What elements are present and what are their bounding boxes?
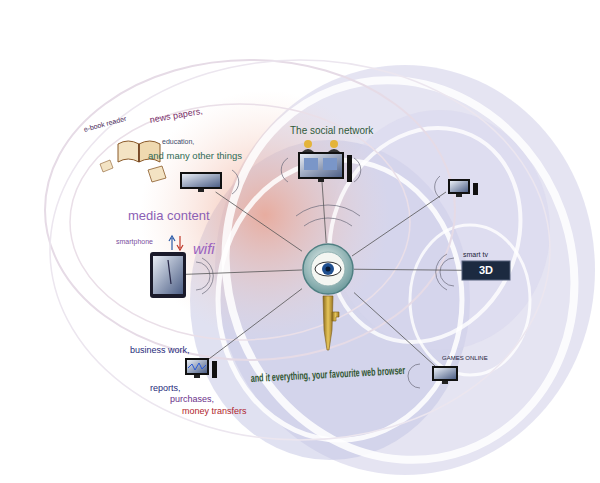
spoke-line <box>354 293 435 366</box>
business-icon <box>185 358 209 378</box>
white-swirl <box>410 225 530 375</box>
eye-white <box>315 262 341 276</box>
person-head <box>330 140 338 148</box>
person-head <box>304 140 312 148</box>
device-label: education, <box>162 138 194 146</box>
phone-icon <box>150 252 186 298</box>
device-label: GAMES ONLINE <box>442 355 488 362</box>
monitor-icon <box>180 172 222 192</box>
computer-tower <box>347 155 352 182</box>
computer-stand <box>456 194 462 197</box>
spoke-line <box>354 269 462 270</box>
monitor-node: and many other things <box>180 172 222 192</box>
spoke-line <box>322 182 326 243</box>
monitor-stand <box>194 375 200 378</box>
eye-iris <box>322 263 334 275</box>
flying-page <box>148 166 166 182</box>
spoke-line <box>186 270 302 274</box>
pale-ring <box>70 104 410 340</box>
tv-node: smart tv3D <box>462 261 510 280</box>
person-body <box>328 149 340 152</box>
computer-tower <box>212 361 217 378</box>
monitor-stand <box>198 189 204 192</box>
white-swirl <box>295 96 555 373</box>
device-label: smart tv <box>463 251 488 259</box>
monitor-stand <box>442 381 448 384</box>
monitor-frame <box>180 172 222 189</box>
monitor-frame <box>298 152 344 179</box>
video-window <box>304 158 318 170</box>
tv-screen <box>462 261 510 280</box>
monitor-screen <box>187 360 207 373</box>
monitor-screen <box>182 174 220 187</box>
phone-node: media contentsmartphonewifi <box>150 252 186 298</box>
business-node: business work,reports,purchases,money tr… <box>185 358 209 378</box>
screen-label: 3D <box>479 264 493 276</box>
key-stem <box>323 296 333 350</box>
chart-wave <box>188 363 206 370</box>
book-spine <box>138 144 140 162</box>
device-label: media content <box>128 209 210 223</box>
social-node: The social network <box>298 152 344 182</box>
device-label: wifi <box>193 241 215 258</box>
device-label: reports, <box>150 384 181 394</box>
signal-arrow <box>177 236 183 250</box>
hub-icon <box>302 243 354 295</box>
computer-screen <box>450 181 468 192</box>
phone-screen <box>153 256 183 294</box>
monitor-screen <box>434 368 456 379</box>
signal-arcs <box>196 158 454 388</box>
device-label: purchases, <box>170 395 214 405</box>
monitor-stand <box>318 179 324 182</box>
spoke-line <box>352 192 446 256</box>
monitor-frame <box>185 358 209 375</box>
games-icon <box>432 366 458 384</box>
computer-tower <box>473 183 478 195</box>
hub-ring <box>303 244 353 294</box>
key-teeth <box>332 312 339 321</box>
social-icon <box>298 152 344 182</box>
device-label: business work, <box>130 346 190 356</box>
signal-arrow <box>169 236 175 250</box>
device-label: and many other things <box>148 151 242 161</box>
hub-inner <box>311 252 345 286</box>
device-label: and it everything, your favourite web br… <box>251 364 406 384</box>
phone-needle <box>168 260 171 284</box>
computer-monitor <box>448 179 470 194</box>
pale-ring <box>50 60 550 440</box>
book-page <box>118 141 139 162</box>
device-label: money transfers <box>182 407 247 417</box>
spoke-line <box>216 192 302 251</box>
device-label: e-book reader <box>83 115 127 134</box>
flying-page <box>100 160 113 172</box>
eye-pupil <box>326 267 331 272</box>
device-label: news papers, <box>149 107 203 126</box>
monitor-screen <box>300 154 342 177</box>
games-node: GAMES ONLINE <box>432 366 458 384</box>
pale-ring <box>45 60 455 360</box>
device-label: The social network <box>290 125 373 136</box>
phone-body <box>150 252 186 298</box>
device-label: smartphone <box>116 238 153 246</box>
person-body <box>302 149 314 152</box>
hub-node: and it everything, your favourite web br… <box>302 243 354 295</box>
video-window <box>323 158 337 170</box>
spoke-line <box>209 289 302 359</box>
monitor-frame <box>432 366 458 381</box>
